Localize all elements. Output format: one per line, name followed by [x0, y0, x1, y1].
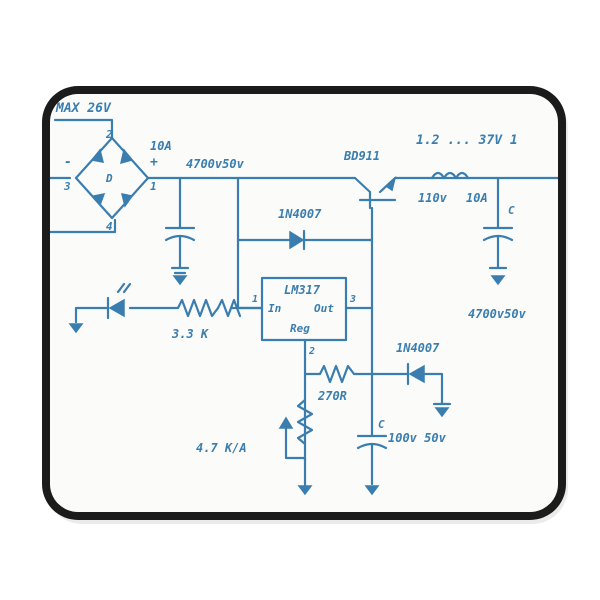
label-reg-pin-1: 1 [252, 294, 258, 305]
resistor-3k3-part [216, 298, 242, 318]
bridge-diode-4 [120, 193, 134, 208]
label-reg-in: In [268, 302, 282, 315]
ground-arrow-led [68, 323, 84, 334]
label-cap-mid: 100v 50v [388, 431, 447, 445]
bridge-diode-2 [119, 148, 134, 165]
label-cap-in: 4700v50v [186, 157, 245, 171]
label-out-cap: 4700v50v [468, 307, 527, 321]
potentiometer-arrow [278, 416, 294, 429]
label-out-10a: 10A [466, 191, 488, 205]
label-bridge-pin-3: 3 [63, 180, 71, 193]
potentiometer-wiper [284, 422, 307, 460]
diode-top-triangle [289, 230, 305, 250]
label-diode-right: 1N4007 [396, 341, 440, 355]
circuit-schematic: MAX 26V 2 3 1 4 - + D 10A 4700v50v BD911… [50, 101, 558, 496]
label-out-c: C [508, 204, 515, 217]
wire-diode-right-gnd [422, 372, 444, 406]
transistor-collector [353, 176, 372, 194]
label-cap-mid-c: C [378, 418, 385, 431]
ground-arrow-cap-out [490, 275, 506, 286]
label-diode-top: 1N4007 [278, 207, 322, 221]
transistor-arrow [384, 175, 397, 192]
potentiometer-resistor [296, 398, 314, 446]
ground-cap-in [170, 266, 190, 284]
label-bridge-minus: - [64, 155, 72, 170]
label-reg-out: Out [314, 302, 334, 315]
label-pot: 4.7 K/A [196, 441, 247, 455]
label-max-voltage: MAX 26V [55, 101, 112, 116]
led-triangle [108, 298, 125, 318]
ground-arrow-pot [297, 485, 313, 496]
ground-arrow-diode-right [434, 407, 450, 418]
label-bridge-rating: 10A [150, 139, 172, 153]
wire-bridge-top [53, 118, 114, 140]
label-reg-pin-3: 3 [349, 294, 356, 305]
bridge-diode-3 [92, 193, 106, 207]
label-resistor-led: 3.3 K [171, 327, 210, 341]
label-bridge-pin-4: 4 [106, 220, 113, 233]
label-bridge-d: D [105, 172, 113, 185]
label-resistor-270: 270R [317, 389, 347, 403]
label-bridge-pin-2: 2 [105, 128, 113, 141]
label-regulator: LM317 [284, 283, 321, 297]
label-reg-pin-2: 2 [308, 346, 315, 357]
resistor-3k3 [128, 298, 220, 318]
output-inductor [430, 171, 470, 180]
label-bridge-pin-1: 1 [150, 180, 157, 193]
label-out-110v: 110v [418, 191, 448, 205]
ground-arrow-cap-in [172, 275, 188, 286]
wire-led-gnd [74, 306, 110, 324]
bridge-diode-1 [90, 148, 105, 163]
bridge-rectifier [74, 136, 150, 220]
label-reg-adj: Reg [290, 322, 310, 335]
resistor-270r [303, 364, 374, 384]
wire-bridge-bottom [50, 218, 117, 234]
ground-arrow-cap-mid [364, 485, 380, 496]
label-transistor: BD911 [343, 149, 380, 163]
mat-surface [50, 94, 558, 512]
label-bridge-plus: + [150, 155, 158, 170]
led-rays [116, 282, 132, 294]
label-output-range: 1.2 ... 37V 1 [416, 133, 518, 148]
